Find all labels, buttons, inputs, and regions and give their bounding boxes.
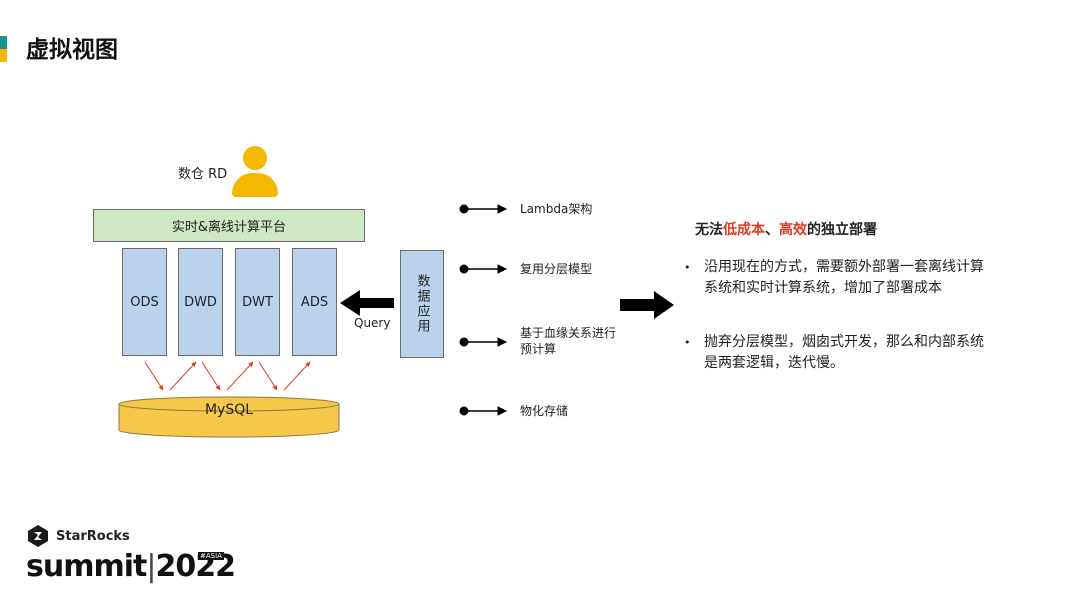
connector-dwt-up: [226, 361, 254, 391]
starrocks-logo-icon: [28, 525, 48, 547]
layer-dwt: DWT: [235, 248, 280, 356]
connector-ods-down: [144, 361, 164, 391]
point-text: 抛弃分层模型，烟囱式开发，那么和内部系统是两套逻辑，迭代慢。: [704, 334, 984, 371]
connector-ads-up: [283, 361, 311, 391]
person-label: 数仓 RD: [178, 167, 228, 182]
layer-ads: ADS: [292, 248, 337, 356]
bullet-dot: •: [684, 261, 691, 274]
query-arrow: [340, 290, 394, 316]
heading-part-3: 、: [765, 222, 779, 238]
connector-dwt-down: [258, 361, 278, 391]
compute-platform-box: 实时&离线计算平台: [93, 209, 365, 242]
feature-text-3: 基于血缘关系进行预计算: [520, 326, 617, 356]
feature-text-4: 物化存储: [520, 404, 569, 418]
conclusion-heading: 无法低成本、高效的独立部署: [695, 219, 877, 239]
layer-dwd: DWD: [178, 248, 223, 356]
logo-summit: summit|2022: [26, 549, 236, 584]
title-accent-bar: [0, 36, 7, 62]
logo-tag: #ASIA: [198, 552, 224, 560]
heading-part-4: 高效: [779, 222, 807, 238]
feature-text-2: 复用分层模型: [520, 262, 593, 276]
page-title: 虚拟视图: [26, 37, 118, 63]
conclusion-point-1: • 沿用现在的方式，需要额外部署一套离线计算系统和实时计算系统，增加了部署成本: [684, 257, 984, 299]
connector-dwd-up: [169, 361, 197, 391]
layer-ods: ODS: [122, 248, 167, 356]
heading-part-2: 低成本: [723, 222, 765, 238]
logo-brand: StarRocks: [56, 529, 130, 544]
mysql-cylinder: [118, 396, 340, 438]
conclusion-point-2: • 抛弃分层模型，烟囱式开发，那么和内部系统是两套逻辑，迭代慢。: [684, 332, 984, 374]
query-label: Query: [354, 316, 391, 330]
feature-arrows: [459, 204, 508, 416]
bullet-dot: •: [684, 336, 691, 349]
heading-part-5: 的独立部署: [807, 222, 877, 238]
starrocks-summit-logo: StarRocks summit|2022 #ASIA: [26, 524, 236, 584]
accent-yellow: [0, 49, 7, 62]
point-text: 沿用现在的方式，需要额外部署一套离线计算系统和实时计算系统，增加了部署成本: [704, 259, 984, 296]
conclusion-arrow: [620, 291, 674, 319]
data-app-box: 数据应用: [400, 250, 444, 358]
logo-event: summit: [26, 549, 147, 584]
person-icon: [230, 146, 280, 198]
heading-part-1: 无法: [695, 222, 723, 238]
accent-teal: [0, 36, 7, 49]
feature-text-1: Lambda架构: [520, 202, 593, 216]
connector-dwd-down: [201, 361, 221, 391]
mysql-label: MySQL: [204, 402, 254, 418]
